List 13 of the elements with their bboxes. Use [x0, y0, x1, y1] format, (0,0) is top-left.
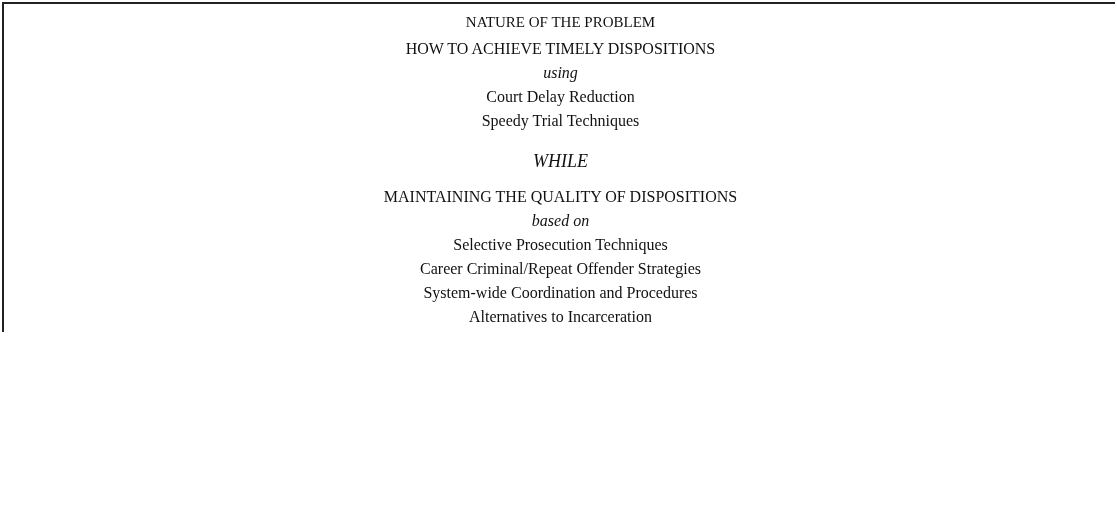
method-text: Speedy Trial Techniques — [481, 111, 640, 131]
method-text: Court Delay Reduction — [486, 87, 635, 107]
text-panel — [2, 2, 1115, 332]
method-text: Alternatives to Incarceration — [469, 307, 652, 327]
connective-text: using — [543, 63, 578, 83]
method-text: System-wide Coordination and Procedures — [423, 283, 698, 303]
method-text: Selective Prosecution Techniques — [453, 235, 668, 255]
goal-heading: HOW TO ACHIEVE TIMELY DISPOSITIONS — [405, 39, 716, 59]
connective-text: based on — [531, 211, 590, 231]
connective-text: WHILE — [533, 151, 588, 171]
goal-heading: MAINTAINING THE QUALITY OF DISPOSITIONS — [383, 187, 738, 207]
method-text: Career Criminal/Repeat Offender Strategies — [420, 259, 701, 279]
heading: NATURE OF THE PROBLEM — [465, 13, 656, 32]
